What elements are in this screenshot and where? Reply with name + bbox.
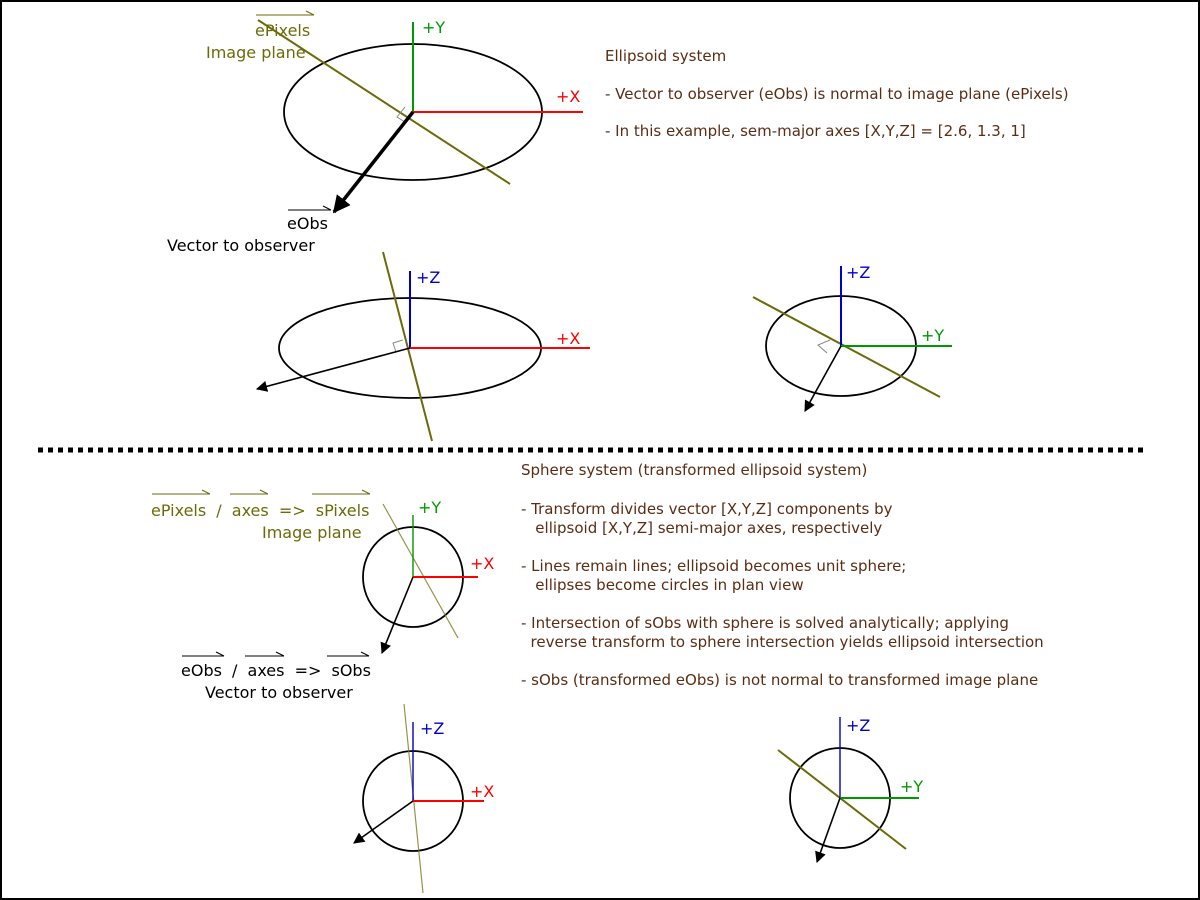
image-plane-line — [257, 19, 511, 185]
sobs-vector — [380, 576, 414, 655]
eobs-transform-text: eObs / axes => sObs — [181, 661, 371, 680]
sphere-bullet-3: - Intersection of sObs with sphere is so… — [521, 614, 1044, 651]
sphere-main-view: +Y +X ePixels / axes => sPixels Image pl… — [151, 489, 494, 702]
transformed-plane-line — [382, 503, 459, 639]
sphere-system-title: Sphere system (transformed ellipsoid sys… — [521, 461, 867, 479]
spixels-term: sPixels — [316, 501, 370, 520]
arrow-term-2: => — [295, 661, 322, 680]
slash-term: / — [216, 501, 222, 520]
axes-term-2: axes — [248, 661, 285, 680]
epixels-transform-text: ePixels / axes => sPixels — [151, 501, 369, 520]
plus-z-yz-label: +Z — [846, 263, 870, 282]
vector-to-observer-label: Vector to observer — [167, 236, 315, 255]
sphere-bullet-1-line-2: ellipsoid [X,Y,Z] semi-major axes, respe… — [521, 519, 882, 537]
axes-bottom-head-2 — [275, 651, 285, 657]
sphere-xz-plus-z-label: +Z — [420, 719, 444, 738]
right-angle-marker — [396, 106, 406, 123]
sphere-xz-observer-vector — [353, 800, 414, 844]
observer-vector — [332, 110, 415, 214]
epixels-label: ePixels — [255, 21, 310, 40]
sphere-bullet-2: - Lines remain lines; ellipsoid becomes … — [521, 557, 911, 594]
sphere-plus-x-label: +X — [470, 554, 494, 573]
sphere-bullet-3-line-1: - Intersection of sObs with sphere is so… — [521, 614, 1009, 632]
axes-bottom-head — [259, 489, 269, 495]
axes-term: axes — [232, 501, 269, 520]
sphere-yz-plus-y-label: +Y — [900, 777, 923, 796]
ellipsoid-main-view: +Y +X ePixels Image plane eObs Vector to… — [167, 10, 583, 255]
sphere-bullet-4: - sObs (transformed eObs) is not normal … — [521, 671, 1038, 689]
ellipsoid-bullet-2: - In this example, sem-major axes [X,Y,Z… — [605, 122, 1026, 140]
ellipsoid-description: Ellipsoid system - Vector to observer (e… — [605, 47, 1069, 140]
arrow-term: => — [279, 501, 306, 520]
sphere-yz-plane-line — [777, 749, 907, 850]
sphere-yz-observer-vector — [815, 797, 841, 864]
eobs-vector-head — [322, 205, 332, 211]
sphere-yz-plus-z-label: +Z — [846, 716, 870, 735]
plus-x-label: +X — [556, 87, 580, 106]
observer-xz-vector — [255, 347, 411, 392]
sphere-bullet-2-line-1: - Lines remain lines; ellipsoid becomes … — [521, 557, 906, 575]
observer-yz-vector — [804, 345, 842, 412]
epixels-vector-head — [305, 10, 315, 16]
sphere-xz-view: +Z +X — [353, 703, 494, 894]
plus-y-yz-label: +Y — [921, 326, 944, 345]
sobs-term: sObs — [331, 661, 370, 680]
epixels-bottom-head — [201, 489, 211, 495]
epixels-term: ePixels — [151, 501, 206, 520]
plus-x-xz-label: +X — [556, 329, 580, 348]
sphere-bullet-2-line-2: ellipses become circles in plan view — [521, 576, 804, 594]
right-angle-xz-marker — [392, 339, 404, 353]
sphere-vector-to-observer-label: Vector to observer — [205, 683, 353, 702]
eobs-bottom-head — [215, 651, 225, 657]
ellipsoid-yz-view: +Z +Y — [752, 263, 952, 412]
ellipsoid-bullet-1: - Vector to observer (eObs) is normal to… — [605, 85, 1069, 103]
eobs-term: eObs — [181, 661, 222, 680]
sphere-bullet-3-line-2: reverse transform to sphere intersection… — [521, 633, 1044, 651]
right-angle-yz-marker — [817, 339, 831, 354]
sphere-plus-y-label: +Y — [418, 498, 441, 517]
sphere-xz-plus-x-label: +X — [470, 782, 494, 801]
sphere-bullet-1-line-1: - Transform divides vector [X,Y,Z] compo… — [521, 500, 893, 518]
slash-term-2: / — [232, 661, 238, 680]
plus-y-label: +Y — [422, 18, 445, 37]
image-plane-label: Image plane — [206, 43, 306, 62]
spixels-bottom-head — [361, 489, 371, 495]
ellipsoid-xz-view: +Z +X — [255, 251, 590, 442]
image-plane-xz-line — [382, 251, 433, 442]
eobs-label: eObs — [287, 214, 328, 233]
sphere-yz-view: +Z +Y — [777, 716, 923, 864]
plus-z-xz-label: +Z — [416, 268, 440, 287]
sobs-bottom-head — [360, 651, 370, 657]
sphere-image-plane-label: Image plane — [262, 523, 362, 542]
sphere-bullet-1: - Transform divides vector [X,Y,Z] compo… — [521, 500, 897, 537]
sphere-description: Sphere system (transformed ellipsoid sys… — [521, 461, 1044, 689]
ellipsoid-system-title: Ellipsoid system — [605, 47, 726, 65]
